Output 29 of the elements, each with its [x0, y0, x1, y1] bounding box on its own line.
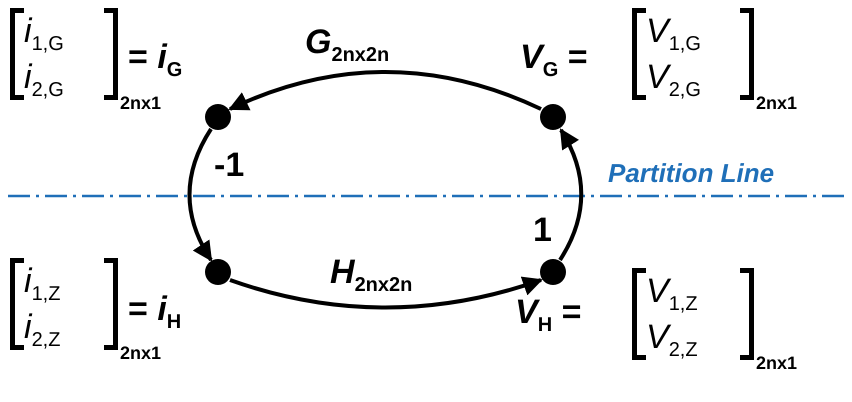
edge-label: 1 [533, 213, 552, 247]
vector-equation: = i$_{H}$ [128, 292, 182, 332]
matrix-entry: V$_{1,Z}$ [646, 274, 698, 314]
matrix-entry: i$_{2,Z}$ [24, 310, 60, 350]
node-dot [540, 104, 566, 130]
arrow [558, 128, 584, 262]
dimension-subscript: 2nx1 [120, 94, 162, 112]
partition-label: Partition Line [608, 160, 774, 186]
matrix-entry: i$_{2,G}$ [24, 60, 64, 100]
edge-label: H$_{2nx2n}$ [330, 255, 412, 295]
matrix-entry: i$_{1,G}$ [24, 14, 64, 54]
matrix-entry: V$_{2,Z}$ [646, 320, 698, 360]
vector-equation: = i$_{G}$ [128, 40, 182, 80]
node-dot [205, 259, 231, 285]
matrix-entry: i$_{1,Z}$ [24, 264, 60, 304]
arrow [228, 70, 542, 111]
dimension-subscript: 2nx1 [756, 94, 798, 112]
edge-label: G$_{2nx2n}$ [305, 25, 390, 65]
vector-equation: V$_{G}$ = [520, 40, 588, 80]
node-dot [540, 259, 566, 285]
dimension-subscript: 2nx1 [120, 344, 162, 362]
node-dot [205, 104, 231, 130]
edge-label: -1 [214, 148, 244, 182]
vector-equation: V$_{H}$ = [515, 295, 582, 335]
arrow [188, 128, 213, 262]
arrow [229, 276, 543, 310]
matrix-entry: V$_{1,G}$ [646, 14, 701, 54]
dimension-subscript: 2nx1 [756, 354, 798, 372]
matrix-entry: V$_{2,G}$ [646, 60, 701, 100]
